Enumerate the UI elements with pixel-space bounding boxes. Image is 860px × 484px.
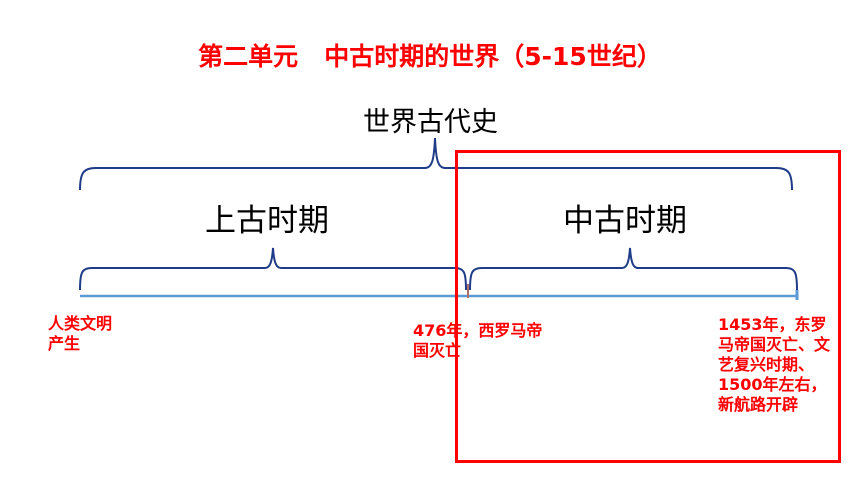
unit-title: 第二单元 中古时期的世界（5-15世纪） xyxy=(198,42,662,71)
world-ancient-history-label: 世界古代史 xyxy=(363,107,498,138)
medieval-highlight-box xyxy=(455,150,841,463)
annotation-civilization-origin: 人类文明产生 xyxy=(48,314,113,353)
annotation-1453-1500: 1453年，东罗马帝国灭亡、文艺复兴时期、1500年左右，新航路开辟 xyxy=(718,315,831,414)
ancient-period-label: 上古时期 xyxy=(205,203,329,239)
left-brace xyxy=(79,247,467,291)
annotation-476: 476年，西罗马帝国灭亡 xyxy=(413,321,543,360)
right-brace xyxy=(469,247,798,291)
top-brace xyxy=(79,137,793,191)
medieval-period-label: 中古时期 xyxy=(563,203,687,239)
